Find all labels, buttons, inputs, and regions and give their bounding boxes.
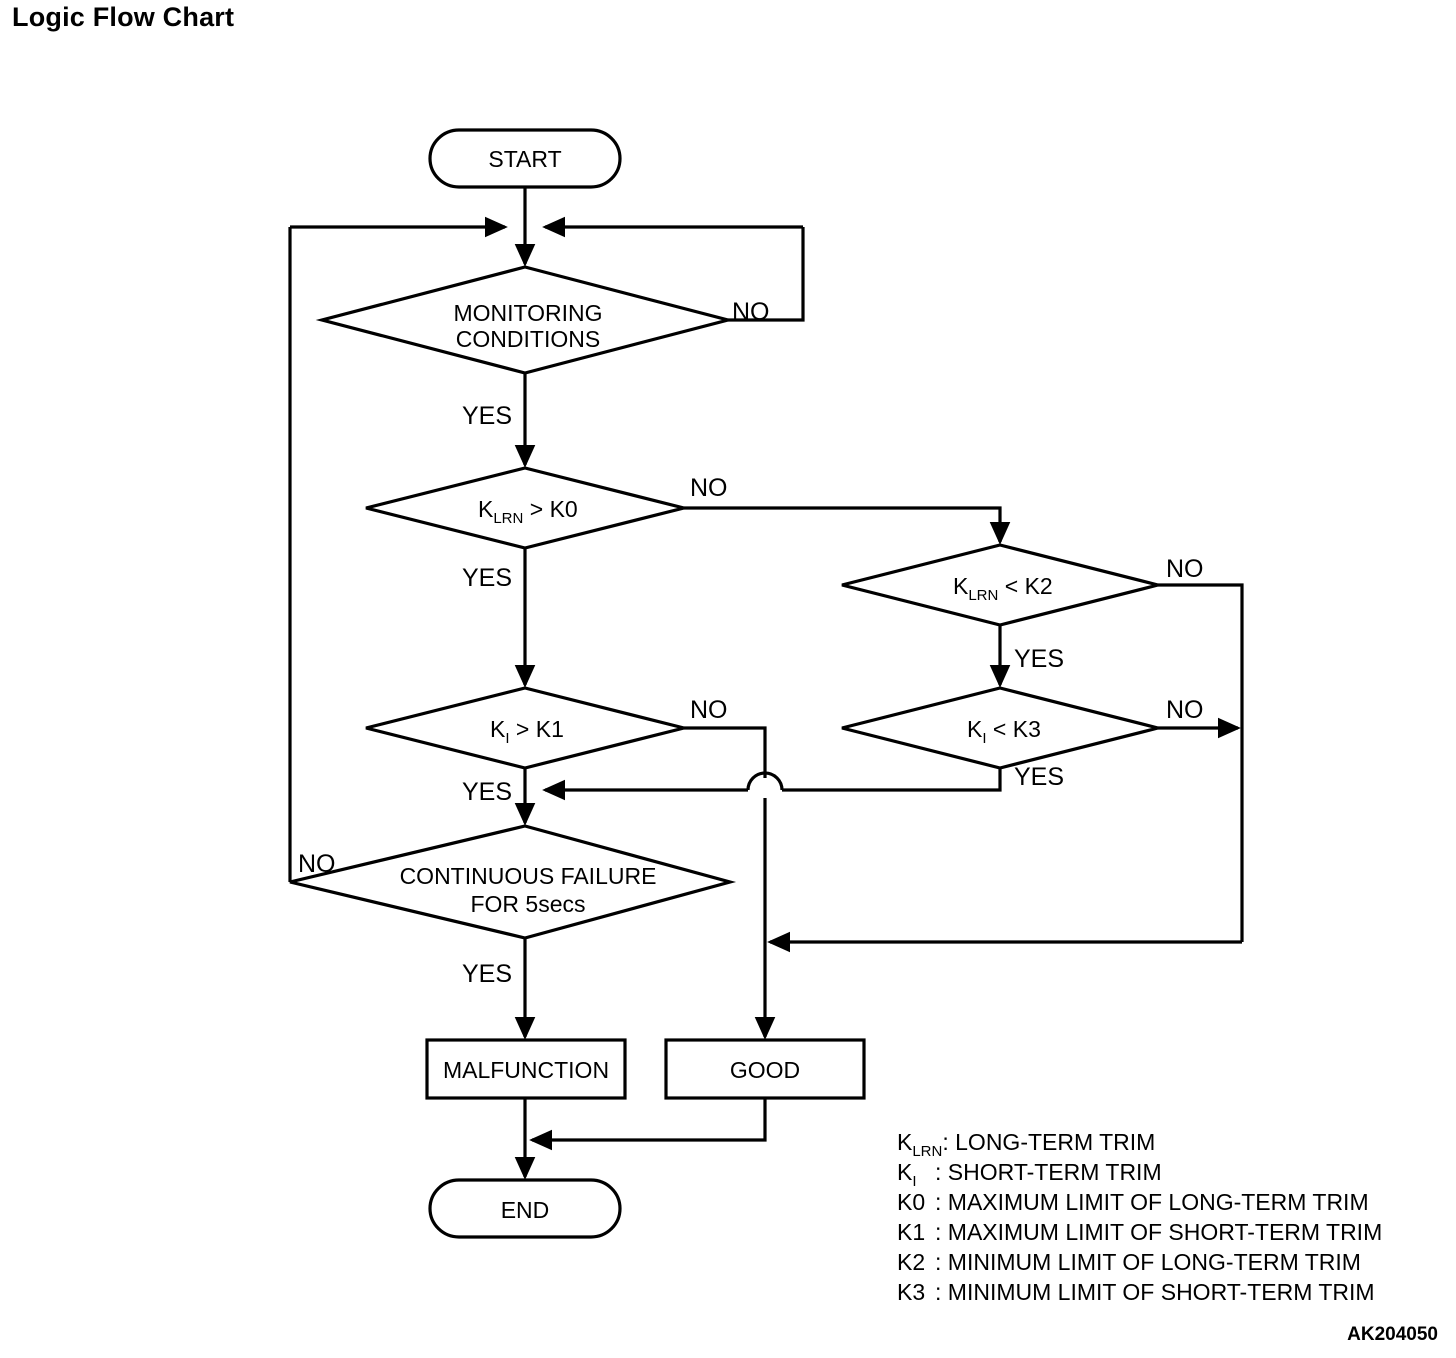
branch-label-klrn-lt-k2-no: NO xyxy=(1166,555,1204,583)
node-ki-gt-k1-label: KI > K1 xyxy=(490,716,564,747)
legend-row-1: KI : SHORT-TERM TRIM xyxy=(897,1159,1162,1190)
edge-klrn-lt-k2-no xyxy=(1158,583,1244,942)
legend-row-4: K2 : MINIMUM LIMIT OF LONG-TERM TRIM xyxy=(897,1249,1361,1275)
branch-label-ki-lt-k3-no: NO xyxy=(1166,696,1204,724)
legend-row-5-symbol: K3 xyxy=(897,1279,925,1305)
node-continuous-failure-line1: CONTINUOUS FAILURE xyxy=(400,863,657,889)
edge-good-to-end xyxy=(529,1098,767,1151)
legend-row-3-description: : MAXIMUM LIMIT OF SHORT-TERM TRIM xyxy=(935,1219,1382,1245)
branch-label-continuous-failure-no: NO xyxy=(298,850,336,878)
node-malfunction-label: MALFUNCTION xyxy=(443,1057,609,1083)
page-title: Logic Flow Chart xyxy=(12,2,235,32)
legend-row-1-symbol: KI xyxy=(897,1159,917,1190)
node-good: GOOD xyxy=(664,1038,866,1100)
node-continuous-failure-line2: FOR 5secs xyxy=(470,891,585,917)
node-start-label: START xyxy=(488,146,561,172)
node-good-label: GOOD xyxy=(730,1057,800,1083)
edge-monitoring-no xyxy=(728,227,805,322)
node-klrn-gt-k0-label: KLRN > K0 xyxy=(478,496,578,527)
branch-label-ki-lt-k3-yes: YES xyxy=(1014,763,1064,791)
branch-label-monitoring-no: NO xyxy=(732,298,770,326)
node-end: END xyxy=(428,1178,622,1239)
legend-row-0-symbol: KLRN: LONG-TERM TRIM xyxy=(897,1129,1155,1160)
node-monitoring-conditions: MONITORING CONDITIONS xyxy=(315,265,735,375)
node-start: START xyxy=(428,128,622,189)
legend-row-5: K3 : MINIMUM LIMIT OF SHORT-TERM TRIM xyxy=(897,1279,1375,1305)
node-continuous-failure: CONTINUOUS FAILURE FOR 5secs xyxy=(289,824,737,940)
branch-label-klrn-gt-k0-no: NO xyxy=(690,474,728,502)
edge-klrn-gt-k0-no xyxy=(684,506,1011,545)
legend-row-2-description: : MAXIMUM LIMIT OF LONG-TERM TRIM xyxy=(935,1189,1369,1215)
branch-label-monitoring-yes: YES xyxy=(462,402,512,430)
node-ki-gt-k1: KI > K1 xyxy=(365,686,685,770)
branch-label-ki-gt-k1-yes: YES xyxy=(462,778,512,806)
legend-row-3: K1 : MAXIMUM LIMIT OF SHORT-TERM TRIM xyxy=(897,1219,1382,1245)
legend-row-0: KLRN: LONG-TERM TRIM xyxy=(897,1129,1155,1160)
node-klrn-lt-k2-label: KLRN < K2 xyxy=(953,573,1053,604)
node-klrn-gt-k0: KLRN > K0 xyxy=(365,466,685,550)
node-end-label: END xyxy=(501,1197,550,1223)
branch-label-klrn-gt-k0-yes: YES xyxy=(462,564,512,592)
legend-row-2: K0 : MAXIMUM LIMIT OF LONG-TERM TRIM xyxy=(897,1189,1369,1215)
node-ki-lt-k3: KI < K3 xyxy=(841,686,1159,770)
node-klrn-lt-k2: KLRN < K2 xyxy=(841,543,1159,627)
branch-label-ki-gt-k1-no: NO xyxy=(690,696,728,724)
legend-row-4-symbol: K2 xyxy=(897,1249,925,1275)
legend-row-1-description: : SHORT-TERM TRIM xyxy=(935,1159,1162,1185)
legend-row-5-description: : MINIMUM LIMIT OF SHORT-TERM TRIM xyxy=(935,1279,1375,1305)
node-malfunction: MALFUNCTION xyxy=(425,1038,627,1100)
branch-label-klrn-lt-k2-yes: YES xyxy=(1014,645,1064,673)
node-ki-lt-k3-label: KI < K3 xyxy=(967,716,1041,747)
edge-ki-gt-k1-no-upper xyxy=(684,726,767,778)
figure-code: AK204050 xyxy=(1347,1324,1438,1345)
node-monitoring-line1: MONITORING xyxy=(453,300,602,326)
legend-row-4-description: : MINIMUM LIMIT OF LONG-TERM TRIM xyxy=(935,1249,1361,1275)
legend-row-3-symbol: K1 xyxy=(897,1219,925,1245)
line-hop-bridge-icon xyxy=(746,771,784,791)
branch-label-continuous-failure-yes: YES xyxy=(462,960,512,988)
edge-ki-lt-k3-yes-right-seg xyxy=(782,768,1002,792)
node-monitoring-line2: CONDITIONS xyxy=(456,326,600,352)
legend: KLRN: LONG-TERM TRIM KI : SHORT-TERM TRI… xyxy=(897,1129,1382,1305)
legend-row-2-symbol: K0 xyxy=(897,1189,925,1215)
